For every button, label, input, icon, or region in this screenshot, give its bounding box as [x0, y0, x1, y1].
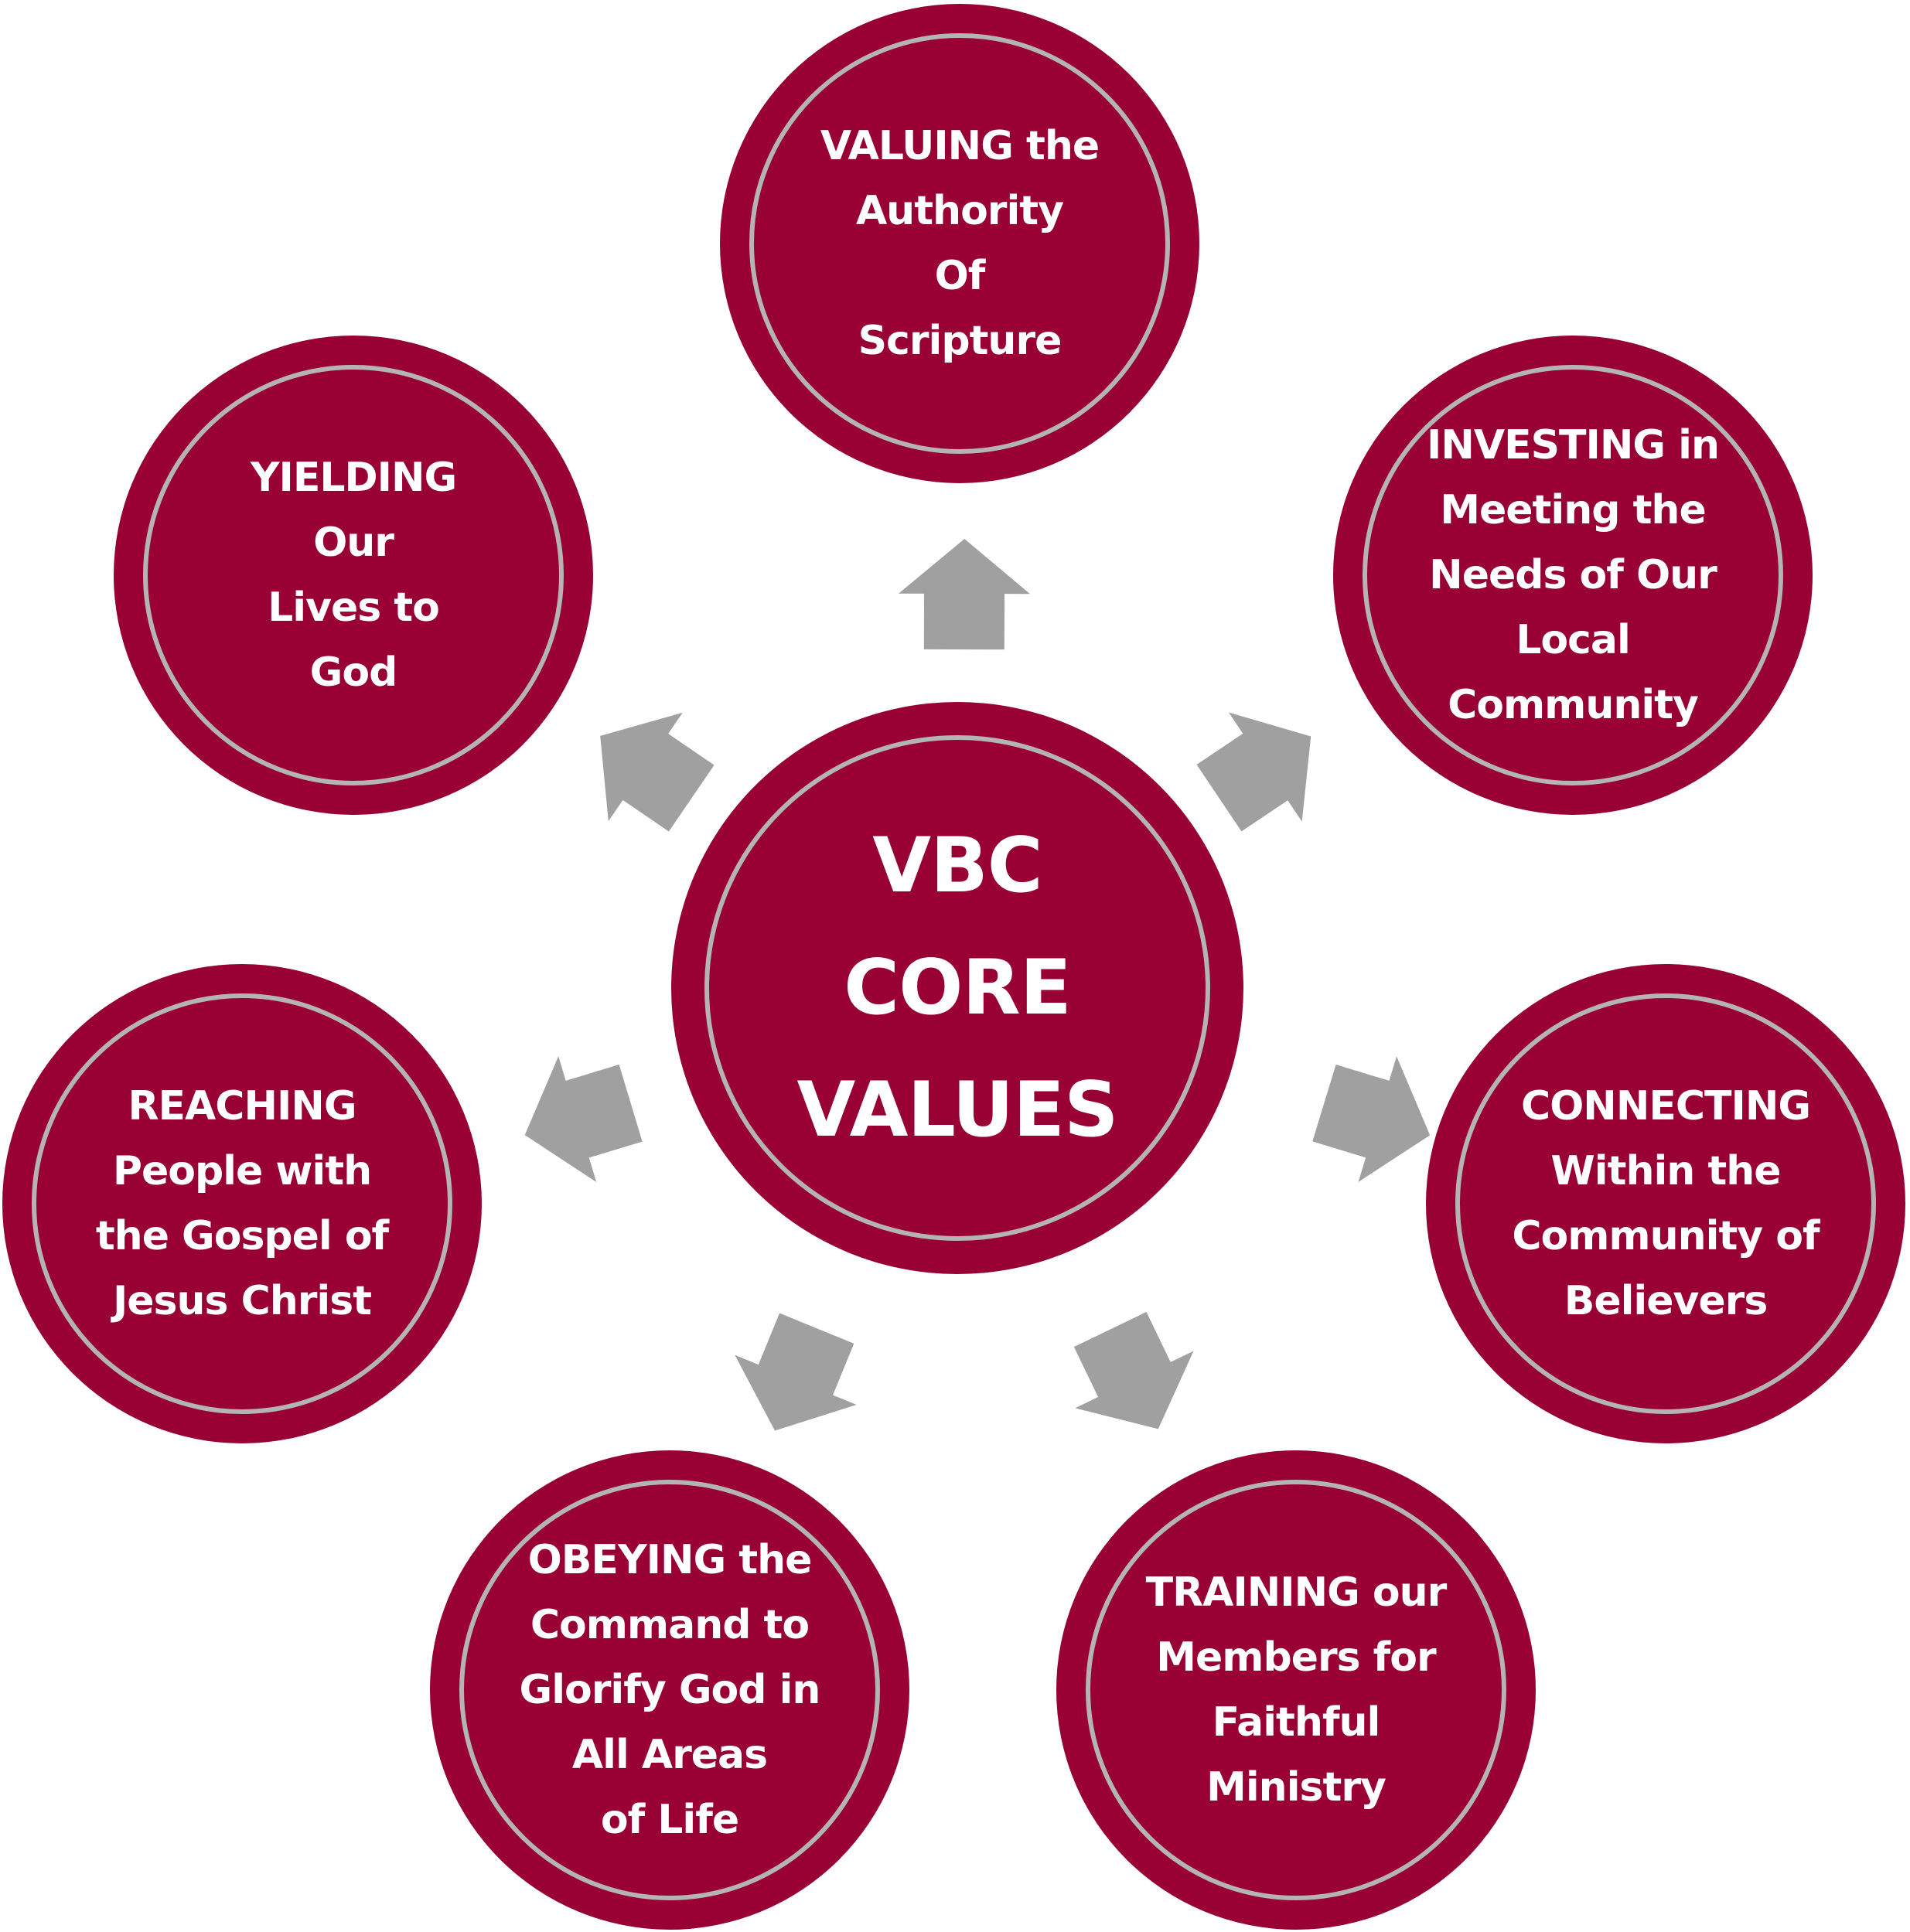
arrow-up-left-icon	[600, 712, 715, 832]
inner-ring	[1086, 1480, 1506, 1900]
value-circle-yielding: YIELDING Our Lives to God	[114, 336, 593, 815]
arrow-left-icon	[524, 1056, 643, 1182]
value-label-obeying: OBEYING the Command to Glorify God in Al…	[519, 1537, 821, 1843]
arrow-down-left-icon	[735, 1313, 857, 1431]
inner-ring	[32, 993, 452, 1414]
arrow-down-right-icon	[1073, 1311, 1194, 1429]
inner-ring	[459, 1480, 880, 1900]
inner-ring	[143, 365, 564, 785]
inner-ring	[1455, 993, 1876, 1414]
value-circle-valuing: VALUING the Authority Of Scripture	[720, 4, 1199, 483]
value-circle-obeying: OBEYING the Command to Glorify God in Al…	[430, 1450, 909, 1930]
value-circle-connecting: CONNECTING Within the Community of Belie…	[1426, 964, 1905, 1443]
center-title: VBC CORE VALUES	[796, 822, 1118, 1154]
value-label-valuing: VALUING the Authority Of Scripture	[820, 123, 1100, 364]
center-circle: VBC CORE VALUES	[671, 702, 1243, 1274]
value-label-yielding: YIELDING Our Lives to God	[250, 455, 457, 696]
arrow-right-icon	[1312, 1056, 1431, 1182]
inner-ring	[749, 33, 1170, 454]
center-inner-ring	[704, 735, 1210, 1241]
value-circle-training: TRAINING our Members for Faithful Minist…	[1056, 1450, 1536, 1930]
arrow-up-right-icon	[1196, 712, 1311, 832]
value-circle-reaching: REACHING People with the Gospel of Jesus…	[2, 964, 482, 1443]
value-label-investing: INVESTING in Meeting the Needs of Our Lo…	[1426, 422, 1720, 728]
arrow-up-icon	[899, 539, 1031, 650]
value-label-connecting: CONNECTING Within the Community of Belie…	[1512, 1083, 1820, 1324]
value-label-training: TRAINING our Members for Faithful Minist…	[1145, 1569, 1448, 1811]
value-label-reaching: REACHING People with the Gospel of Jesus…	[95, 1083, 389, 1324]
inner-ring	[1363, 365, 1783, 785]
value-circle-investing: INVESTING in Meeting the Needs of Our Lo…	[1333, 336, 1813, 815]
